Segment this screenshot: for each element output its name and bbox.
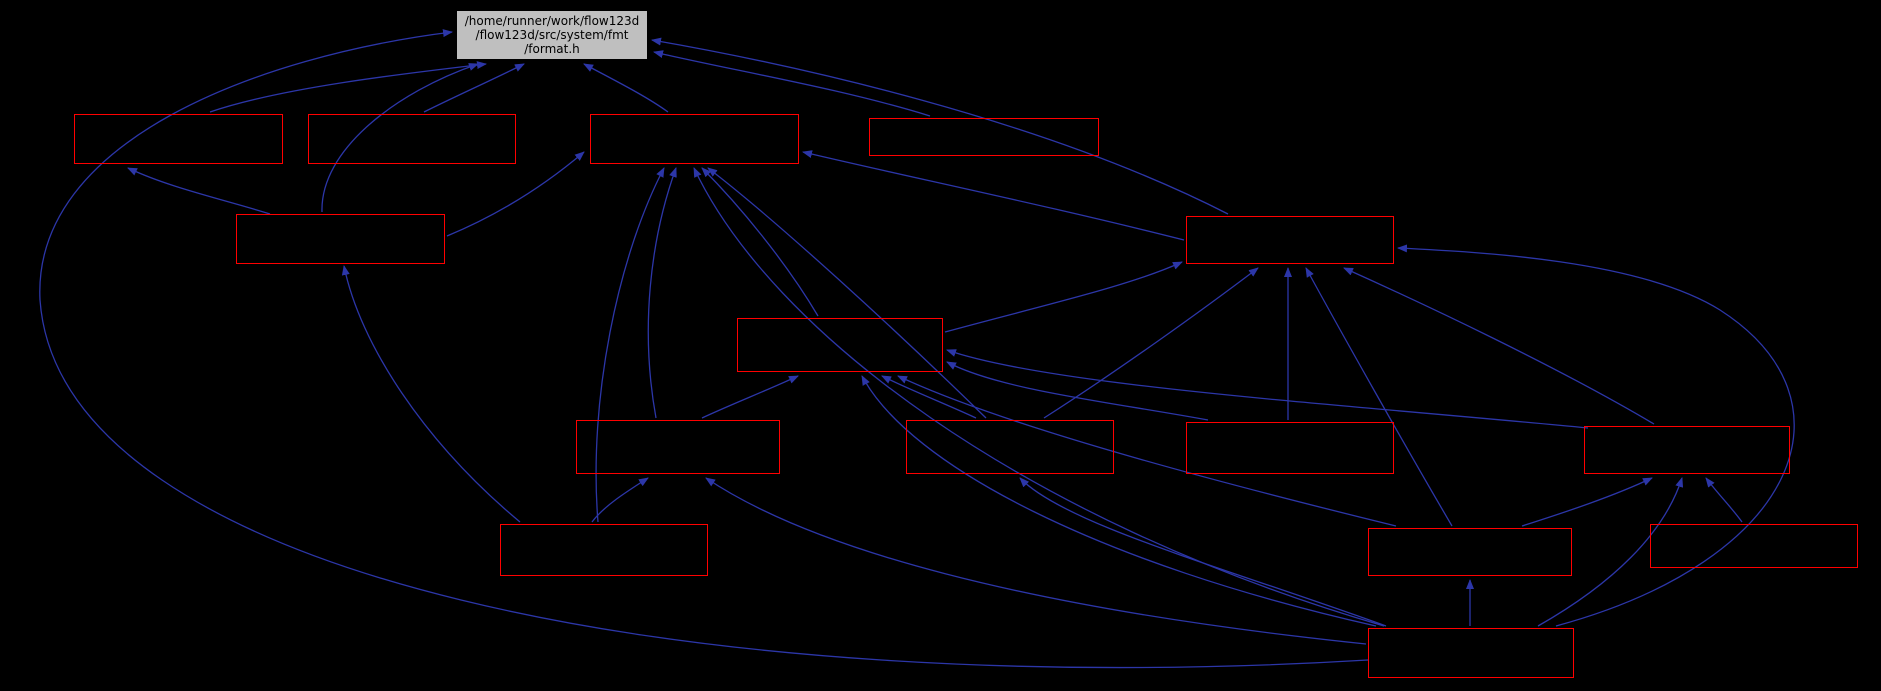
dependency-edge: [209, 61, 487, 113]
dependency-edge: [701, 375, 799, 419]
dependency-edge: [693, 167, 1385, 627]
dependency-edge: [423, 63, 525, 113]
dependency-edge: [591, 477, 649, 523]
graph-node-k[interactable]: [1584, 426, 1790, 474]
root-label-line2: /flow123d/src/system/fmt: [475, 28, 629, 42]
graph-node-g[interactable]: [737, 318, 943, 372]
dependency-edge: [1521, 477, 1653, 527]
graph-node-i[interactable]: [906, 420, 1114, 474]
graph-node-c[interactable]: [590, 114, 799, 164]
graph-node-e[interactable]: [236, 214, 445, 264]
dependency-edge: [802, 150, 1185, 241]
dependency-edge: [39, 29, 1369, 669]
dependency-edge: [701, 167, 819, 317]
dependency-edge: [707, 167, 987, 419]
graph-node-d[interactable]: [869, 118, 1099, 156]
graph-node-n[interactable]: [1650, 524, 1858, 568]
graph-node-l[interactable]: [500, 524, 708, 576]
dependency-edge: [881, 375, 977, 419]
dependency-edge: [653, 50, 931, 117]
dependency-edge: [127, 167, 271, 215]
dependency-edge: [321, 63, 479, 213]
dependency-edge: [341, 265, 521, 523]
dependency-edge: [1537, 477, 1684, 627]
dependency-edge: [446, 151, 585, 237]
graph-node-b[interactable]: [308, 114, 516, 164]
dependency-edge: [1397, 244, 1795, 627]
dependency-edge: [705, 477, 1367, 645]
graph-node-j[interactable]: [1186, 422, 1394, 474]
dependency-edge: [897, 375, 1397, 527]
graph-node-h[interactable]: [576, 420, 780, 474]
graph-node-a[interactable]: [74, 114, 283, 164]
dependency-edge: [861, 375, 1377, 627]
dependency-edge: [946, 349, 1589, 429]
graph-node-m[interactable]: [1368, 528, 1572, 576]
graph-node-o[interactable]: [1368, 628, 1574, 678]
graph-node-root: /home/runner/work/flow123d /flow123d/src…: [456, 10, 648, 60]
dependency-edge: [595, 167, 665, 523]
dependency-edge: [944, 261, 1183, 333]
graph-node-f[interactable]: [1186, 216, 1394, 264]
root-label-line1: /home/runner/work/flow123d: [464, 14, 640, 28]
dependency-edge: [651, 37, 1229, 215]
dependency-edge: [647, 167, 677, 419]
dependency-edge: [583, 63, 669, 113]
dependency-edge: [1043, 267, 1259, 419]
dependency-edge: [1019, 477, 1387, 627]
dependency-edge: [946, 361, 1209, 421]
dependency-edge: [1705, 477, 1743, 523]
dependency-edge: [1343, 267, 1655, 425]
dependency-edge: [1305, 267, 1453, 527]
root-label-line3: /format.h: [524, 42, 580, 56]
